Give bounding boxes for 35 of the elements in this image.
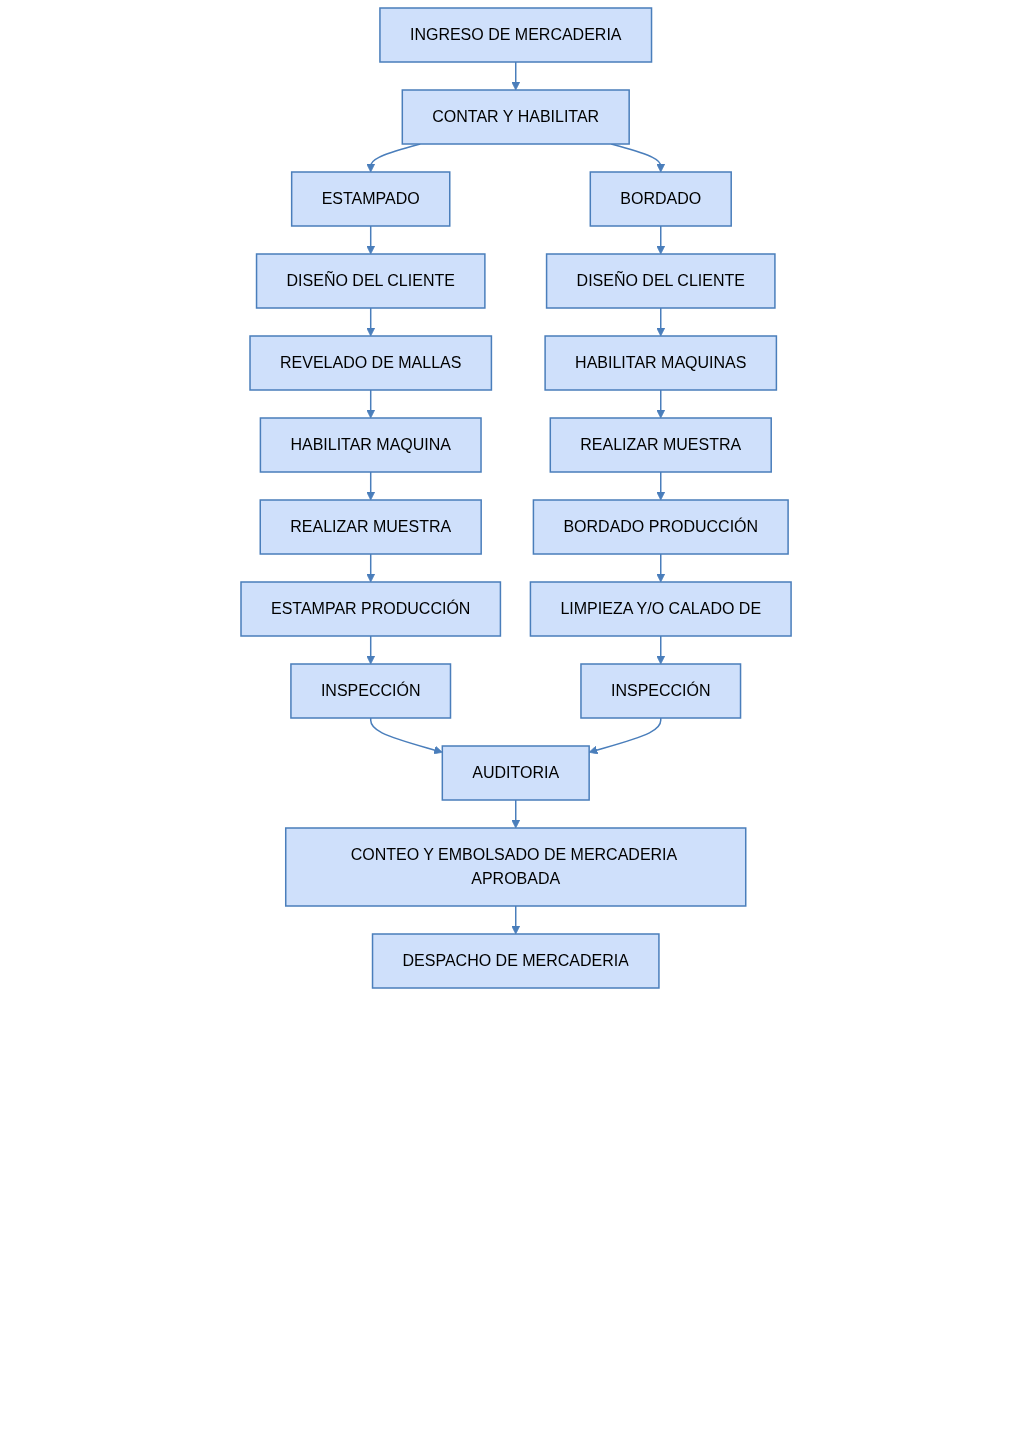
node-box: HABILITAR MAQUINA [259, 417, 482, 473]
node-box: INSPECCIÓN [580, 663, 742, 719]
node-box: CONTAR Y HABILITAR [401, 89, 630, 145]
node-box: ESTAMPADO [290, 171, 451, 227]
arrow [366, 307, 376, 337]
node-box: DISEÑO DEL CLIENTE [545, 253, 776, 309]
arrow [656, 553, 666, 583]
node-box: REVELADO DE MALLAS [249, 335, 493, 391]
arrow [656, 389, 666, 419]
arrow [366, 471, 376, 501]
arrow [656, 225, 666, 255]
arrow [511, 61, 521, 91]
arrow [366, 553, 376, 583]
arrow [366, 635, 376, 665]
node-box: REALIZAR MUESTRA [259, 499, 482, 555]
node-box: BORDADO [589, 171, 732, 227]
arrow [511, 905, 521, 935]
node-box: REALIZAR MUESTRA [549, 417, 772, 473]
node-box: INSPECCIÓN [290, 663, 452, 719]
node-box: BORDADO PRODUCCIÓN [532, 499, 789, 555]
node-box: DESPACHO DE MERCADERIA [371, 933, 660, 989]
node-box: CONTEO Y EMBOLSADO DE MERCADERIA APROBADA [284, 827, 747, 907]
node-box: LIMPIEZA Y/O CALADO DE [529, 581, 792, 637]
arrow [366, 225, 376, 255]
arrow [369, 717, 443, 755]
node-box: HABILITAR MAQUINAS [544, 335, 778, 391]
node-box: INGRESO DE MERCADERIA [379, 7, 653, 63]
arrow [511, 799, 521, 829]
arrow [656, 471, 666, 501]
node-box: AUDITORIA [441, 745, 590, 801]
node-box: DISEÑO DEL CLIENTE [255, 253, 486, 309]
node-box: ESTAMPAR PRODUCCIÓN [240, 581, 502, 637]
arrow [366, 389, 376, 419]
arrow [656, 635, 666, 665]
arrow [656, 307, 666, 337]
